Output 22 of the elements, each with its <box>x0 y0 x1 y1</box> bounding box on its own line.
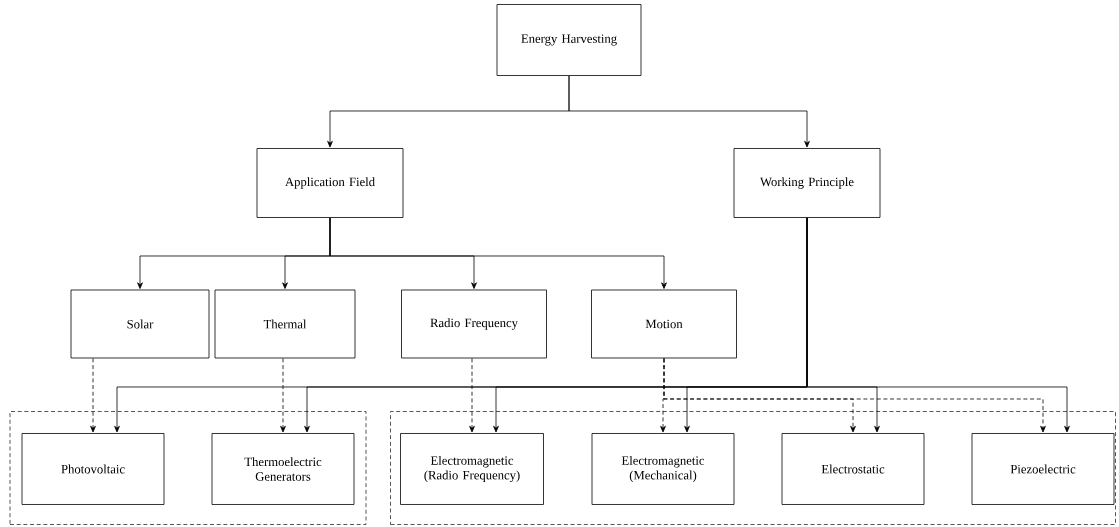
category-box: Radio Frequency <box>401 289 547 359</box>
category-box: Electromagnetic (Mechanical) <box>591 433 735 505</box>
category-box: Energy Harvesting <box>496 4 642 76</box>
group-box <box>390 411 1116 525</box>
category-box: Electromagnetic (Radio Frequency) <box>400 433 544 505</box>
category-box: Thermoelectric Generators <box>211 433 355 505</box>
category-box: Photovoltaic <box>21 433 165 505</box>
arrow <box>806 217 1070 433</box>
category-box: Motion <box>591 289 737 359</box>
arrow <box>280 358 286 433</box>
arrow <box>469 358 475 433</box>
arrow <box>663 358 1046 433</box>
arrow <box>568 75 810 148</box>
category-box: Electrostatic <box>781 433 925 505</box>
category-box: Application Field <box>256 148 404 218</box>
category-box: Piezoelectric <box>971 433 1115 505</box>
group-box <box>9 411 367 525</box>
arrow <box>329 217 667 289</box>
arrow <box>90 358 96 433</box>
category-box: Working Principle <box>733 148 881 218</box>
category-box: Solar <box>70 289 210 359</box>
category-box: Thermal <box>214 289 356 359</box>
